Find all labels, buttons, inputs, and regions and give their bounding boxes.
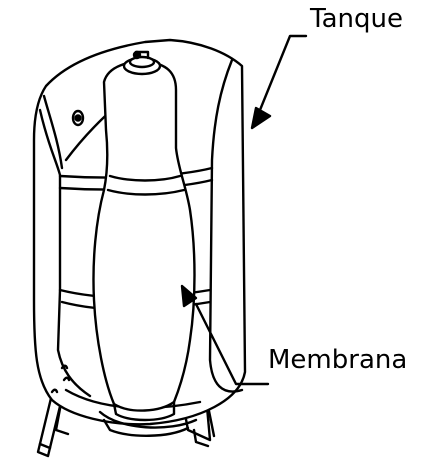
membrane-label: Membrana [268,347,407,373]
tank-leader-arrow [252,36,306,128]
side-fitting [73,111,83,125]
tank-label: Tanque [310,6,403,32]
